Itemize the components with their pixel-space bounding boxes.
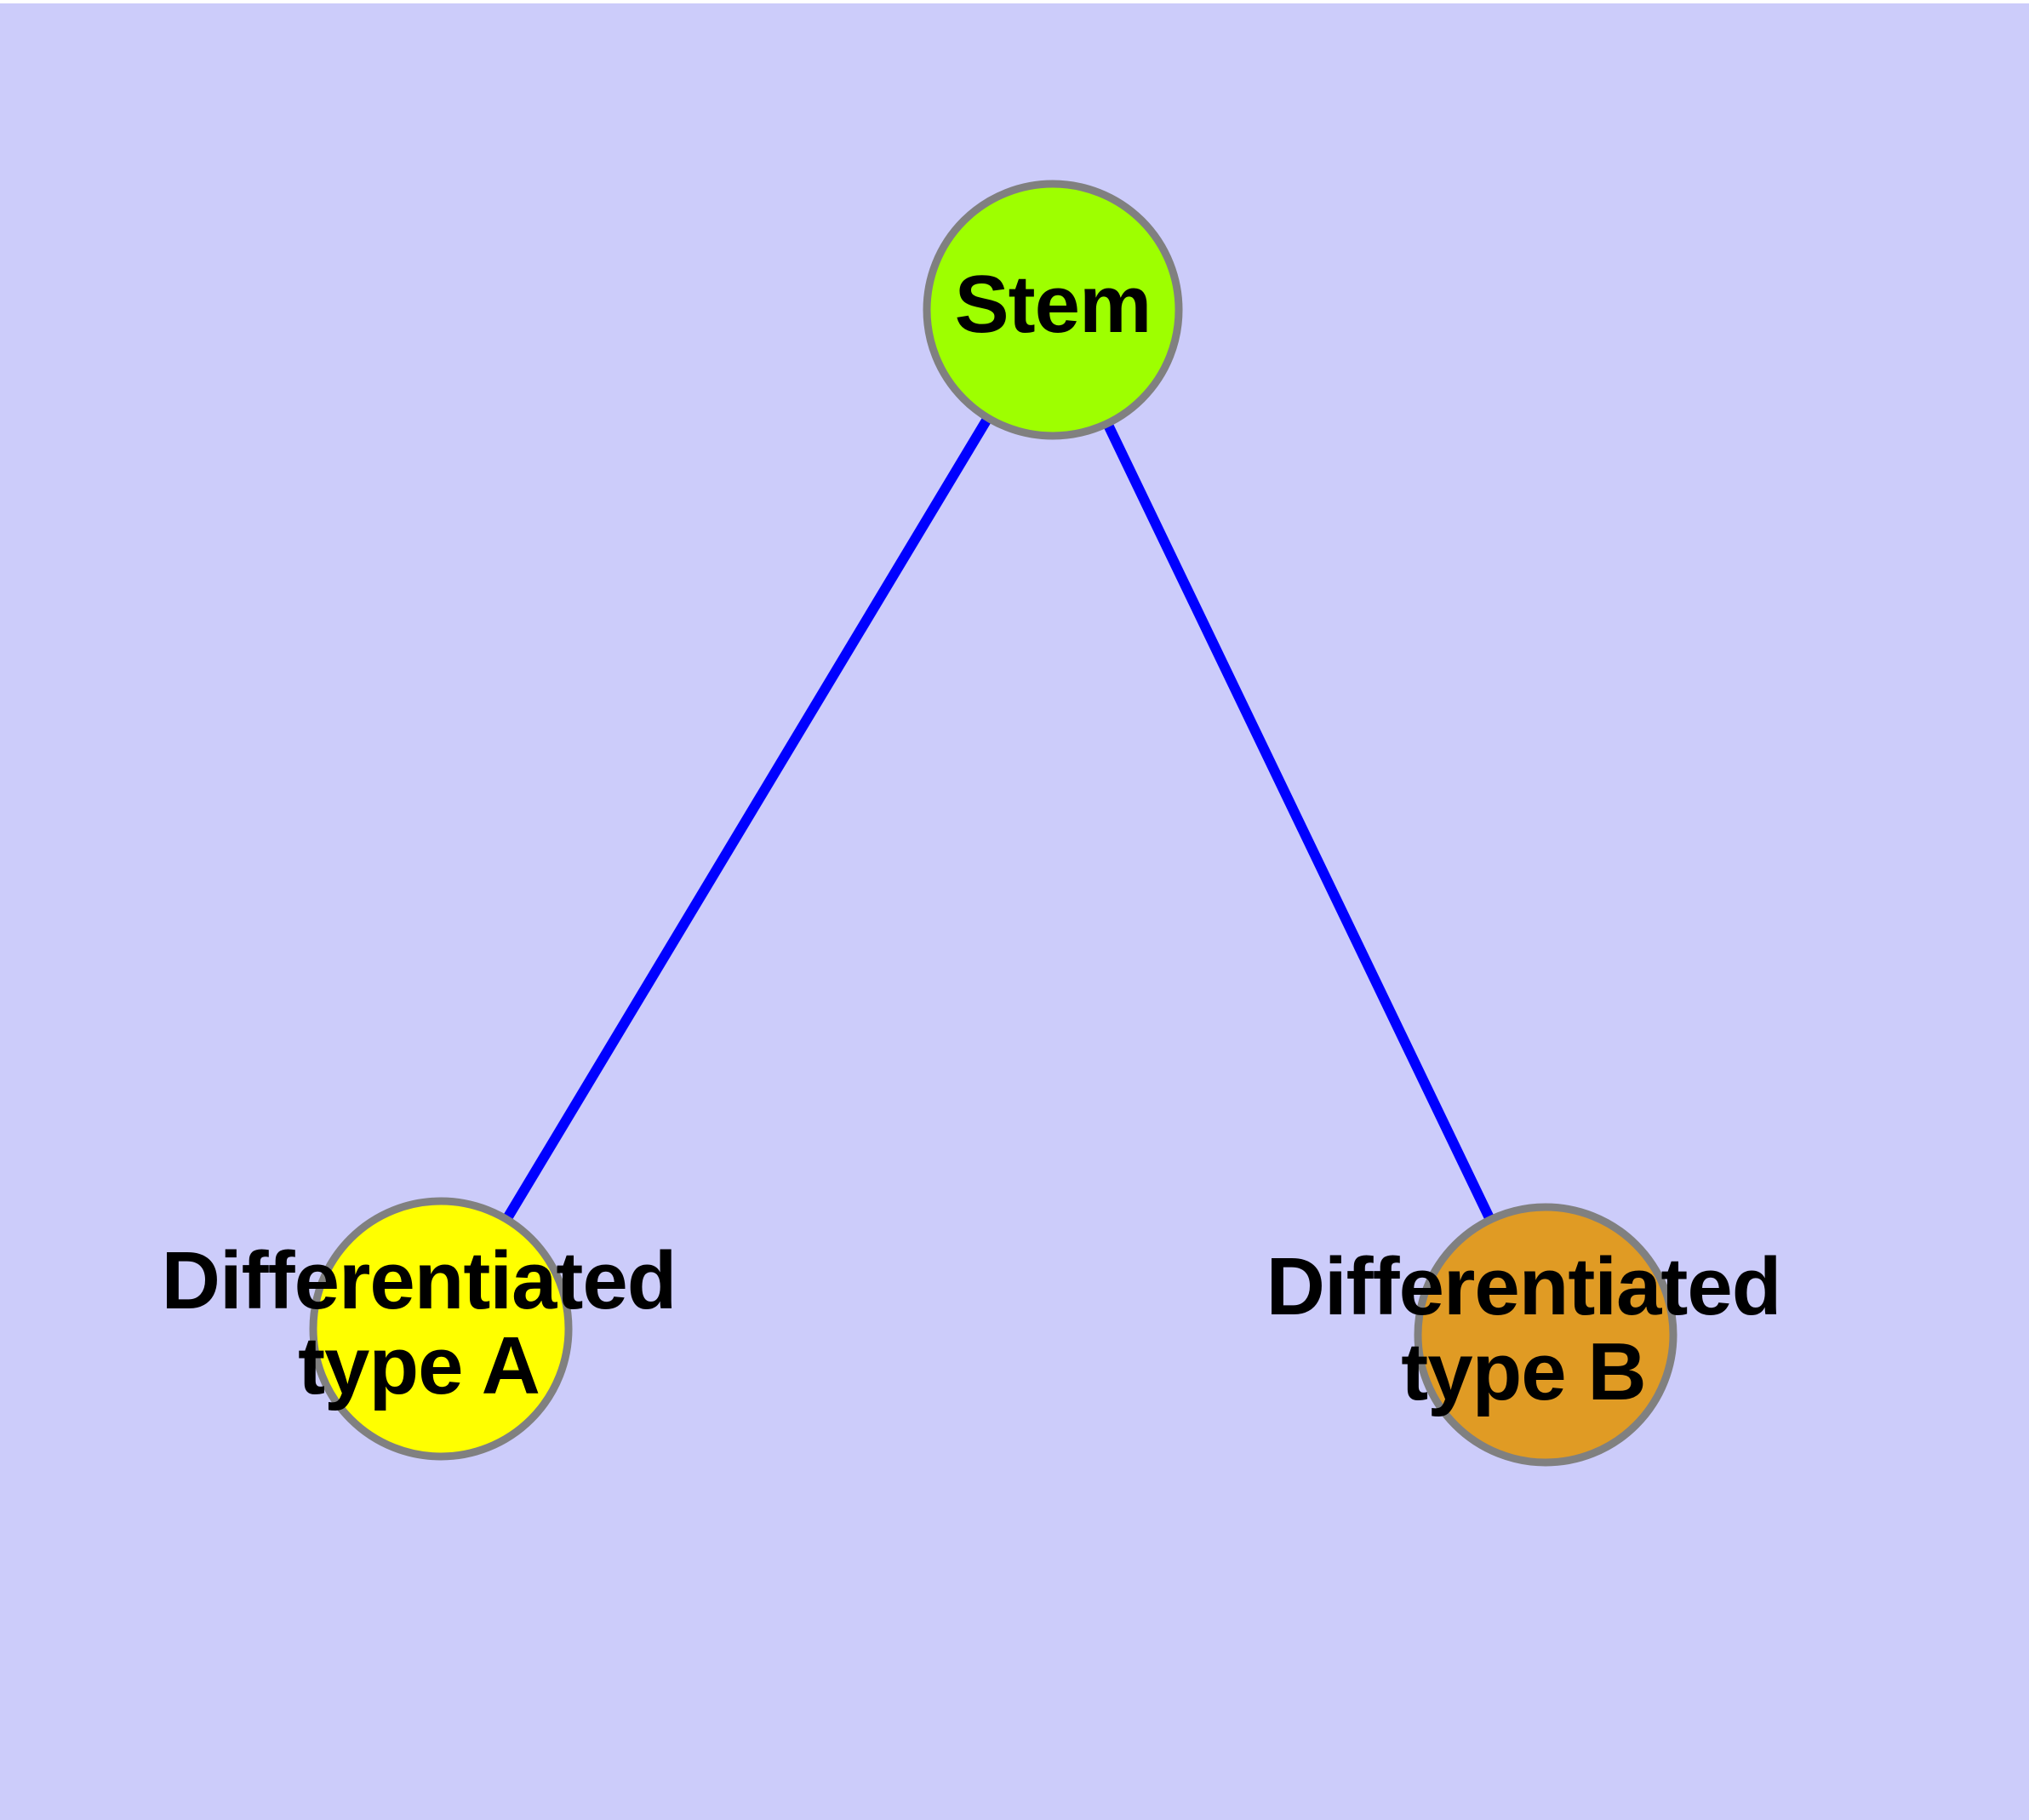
graph-edge-stem-to-a xyxy=(503,416,992,1221)
graph-node-diff_a[interactable] xyxy=(309,1197,573,1461)
graph-node-stem[interactable] xyxy=(923,180,1183,440)
nodes-group xyxy=(309,180,1677,1467)
graph-edge-stem-to-b xyxy=(1103,422,1495,1221)
edges-group xyxy=(503,416,1495,1221)
graph-node-diff_b[interactable] xyxy=(1414,1203,1677,1467)
graph-svg xyxy=(309,180,1677,1467)
